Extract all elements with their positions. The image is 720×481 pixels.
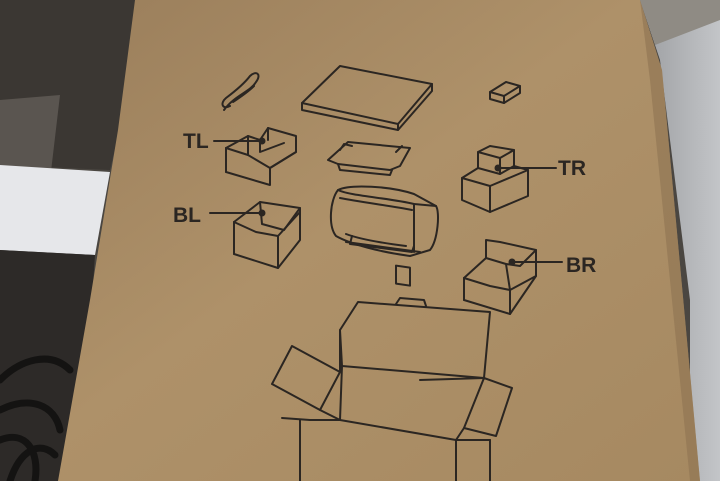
scanner-icon (330, 185, 439, 287)
label-br: BR (566, 254, 596, 277)
shadow-panel (0, 95, 60, 185)
label-bl: BL (173, 204, 201, 227)
tl-leader-dot (258, 137, 266, 145)
bl-leader-dot (258, 209, 266, 217)
corner-cushion-tr (461, 145, 529, 213)
manual-icon (301, 65, 433, 131)
tr-leader-dot (494, 164, 502, 172)
connector-icon (489, 81, 521, 104)
cardboard-sheet (58, 0, 700, 481)
white-surface (0, 165, 110, 255)
paper-chute-icon (327, 141, 411, 176)
label-tl: TL (183, 130, 209, 153)
shipping-box-icon (271, 297, 513, 481)
black-cables (0, 355, 74, 481)
corner-cushion-tl (225, 127, 297, 186)
label-tr: TR (558, 157, 586, 180)
br-leader-dot (508, 258, 516, 266)
cardboard-edge (640, 0, 700, 481)
cable-icon (221, 72, 260, 111)
wall-top (640, 0, 720, 45)
gray-wall (640, 0, 720, 481)
